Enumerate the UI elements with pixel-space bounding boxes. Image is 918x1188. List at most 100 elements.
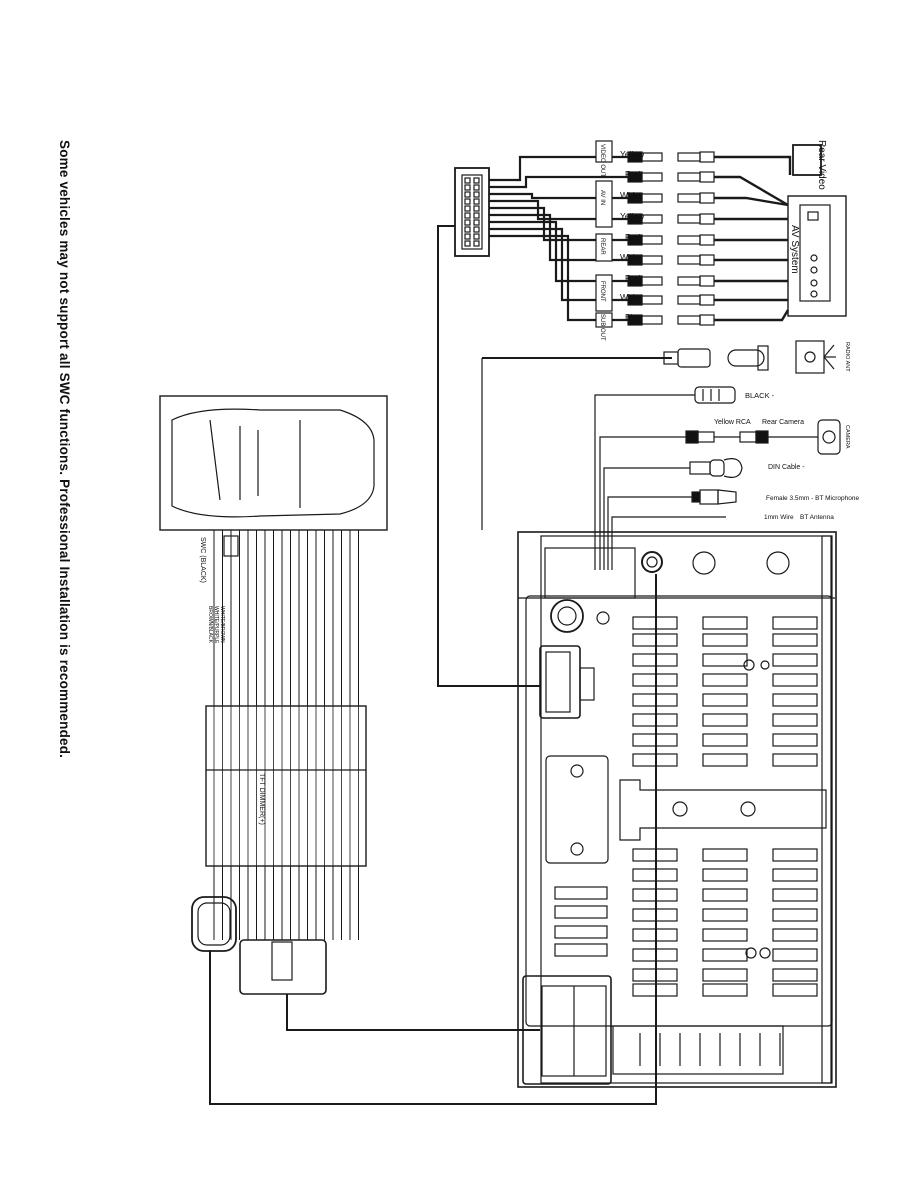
rca-harness-connector — [454, 167, 490, 257]
rca-group-label: FRONT — [599, 281, 605, 302]
rca-jack — [677, 276, 701, 286]
av-system-label: AV System — [789, 225, 800, 274]
connector-pin — [464, 177, 471, 184]
din-cable-connector — [603, 458, 743, 570]
bt-microphone-label: Female 3.5mm - BT Microphone — [766, 495, 859, 502]
vent-slot — [554, 925, 608, 939]
rca-jack — [677, 172, 701, 182]
rca-wire-bundle — [489, 155, 640, 322]
harness-route-top — [437, 225, 540, 687]
vent-slot — [702, 633, 748, 647]
connector-pin — [473, 191, 480, 198]
wire-color-label: Red — [625, 273, 641, 283]
black-ground-connector — [594, 386, 736, 570]
rca-jack — [677, 214, 701, 224]
vent-slot — [772, 983, 818, 997]
swc-wire-label: WHITE/BROWN — [219, 606, 225, 643]
av-system-device — [787, 195, 847, 317]
head-unit — [517, 531, 837, 1088]
vent-slot — [772, 616, 818, 630]
radio-antenna — [481, 340, 836, 530]
rear-video-device — [792, 144, 822, 176]
connector-pin — [473, 177, 480, 184]
rca-group-label: AV IN — [599, 190, 605, 205]
rca-jack-body — [699, 151, 715, 163]
connector-pin — [464, 191, 471, 198]
wire-1mm-label: 1mm Wire — [764, 514, 794, 521]
vent-slot — [772, 848, 818, 862]
rear-video-cable — [714, 155, 792, 175]
vent-slot — [702, 983, 748, 997]
radio-ant-label: RADIO ANT — [844, 342, 850, 372]
rca-jack-body — [699, 254, 715, 266]
rca-plug-tip — [641, 255, 663, 265]
tft-dimmer-label: TFT DIMMER(+) — [258, 773, 265, 825]
rca-jack-body — [699, 275, 715, 287]
wire-color-label: White — [620, 252, 642, 262]
rca-jack-body — [699, 213, 715, 225]
vent-slot — [702, 713, 748, 727]
vent-slot — [772, 888, 818, 902]
rca-wire — [489, 213, 640, 262]
rca-jack-body — [699, 234, 715, 246]
wire-color-label: Blue — [625, 312, 642, 322]
connector-pin — [464, 240, 471, 247]
av-system-cable — [714, 175, 789, 207]
rca-wire — [489, 175, 640, 189]
rca-jack — [677, 235, 701, 245]
rca-jack-body — [699, 314, 715, 326]
vent-slot — [554, 905, 608, 919]
power-harness — [159, 395, 657, 1105]
rca-plug-tip — [641, 295, 663, 305]
connector-pin — [464, 205, 471, 212]
bt-microphone-connector — [607, 489, 737, 570]
din-cable-label: DIN Cable - — [768, 464, 805, 471]
bt-antenna-label: BT Antenna — [800, 514, 834, 521]
yellow-rca-label: Yellow RCA — [714, 419, 751, 426]
rca-plug-tip — [641, 276, 663, 286]
vent-slot — [702, 888, 748, 902]
connector-pin — [473, 184, 480, 191]
vent-slot — [702, 616, 748, 630]
rca-group-label: SUB OUT — [599, 314, 605, 341]
wire-color-label: Yellow — [620, 149, 645, 159]
vent-slot — [702, 908, 748, 922]
vent-slot — [702, 928, 748, 942]
rca-plug-tip — [641, 235, 663, 245]
rca-plug-tip — [641, 172, 663, 182]
bt-antenna-wire — [611, 516, 726, 570]
wire-color-label: Red — [625, 169, 641, 179]
rca-plug-tip — [641, 214, 663, 224]
rca-plug-tip — [641, 152, 663, 162]
swc-wire-label: BROWN/BLACK — [207, 606, 213, 644]
vent-slot — [702, 848, 748, 862]
vent-slot — [702, 733, 748, 747]
rca-wire — [489, 206, 640, 242]
rca-group-labels — [595, 140, 613, 328]
vent-slot — [772, 928, 818, 942]
av-system-cable — [714, 309, 790, 322]
vent-slot — [554, 886, 608, 900]
rca-jack — [677, 152, 701, 162]
wire-color-label: White — [620, 190, 642, 200]
vent-slot — [772, 753, 818, 767]
device-cables — [714, 155, 792, 322]
vent-slot — [772, 868, 818, 882]
connector-pin — [464, 184, 471, 191]
connector-pin — [473, 198, 480, 205]
rca-jack — [677, 255, 701, 265]
connector-pin — [473, 240, 480, 247]
rca-wire — [489, 220, 640, 283]
rca-jack — [677, 315, 701, 325]
connector-pin — [473, 226, 480, 233]
rca-jack — [677, 193, 701, 203]
swc-label: SWC (BLACK) — [199, 537, 206, 583]
connector-pin — [473, 205, 480, 212]
vent-slot — [772, 673, 818, 687]
vent-slot — [772, 968, 818, 982]
swc-wire-label: WHITE/PURPLE — [213, 606, 219, 644]
vent-slot — [772, 733, 818, 747]
rear-camera-label: Rear Camera — [762, 419, 804, 426]
connector-pin — [464, 219, 471, 226]
